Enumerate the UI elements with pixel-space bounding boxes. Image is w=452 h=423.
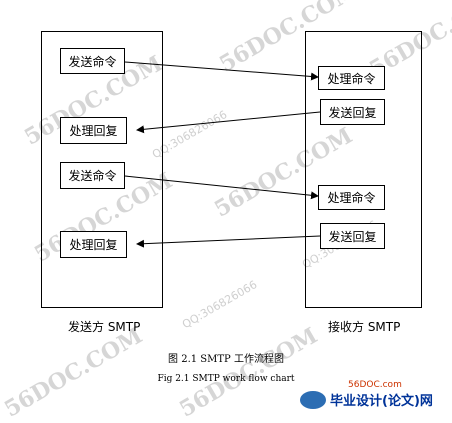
logo-name: 毕业设计(论文)网: [330, 394, 433, 409]
arrow-send-command-2: [124, 175, 319, 200]
sender-label: 发送方 SMTP: [68, 320, 141, 334]
arrow-reply-1: [136, 111, 321, 134]
handle-reply-box: 处理回复: [60, 231, 127, 258]
caption-english: Fig 2.1 SMTP work flow chart: [157, 374, 295, 384]
sender-lane: [41, 31, 163, 308]
handle-command-box: 处理命令: [318, 66, 385, 90]
send-command-box: 发送命令: [60, 162, 125, 189]
handle-reply-box: 处理回复: [60, 117, 127, 144]
receiver-label: 接收方 SMTP: [328, 320, 401, 334]
arrow-send-command-1: [124, 61, 319, 81]
receiver-lane: [305, 31, 422, 308]
send-reply-box: 发送回复: [320, 223, 385, 249]
send-reply-box: 发送回复: [320, 99, 385, 125]
arrow-reply-2: [136, 235, 321, 248]
logo-url: 56DOC.com: [348, 380, 402, 390]
logo-mark-icon: [300, 390, 326, 409]
arrows: [124, 61, 321, 248]
handle-command-box: 处理命令: [318, 185, 385, 210]
site-logo: 56DOC.com 毕业设计(论文)网: [300, 380, 433, 409]
caption-chinese: 图 2.1 SMTP 工作流程图: [168, 354, 284, 365]
send-command-box: 发送命令: [60, 48, 125, 74]
